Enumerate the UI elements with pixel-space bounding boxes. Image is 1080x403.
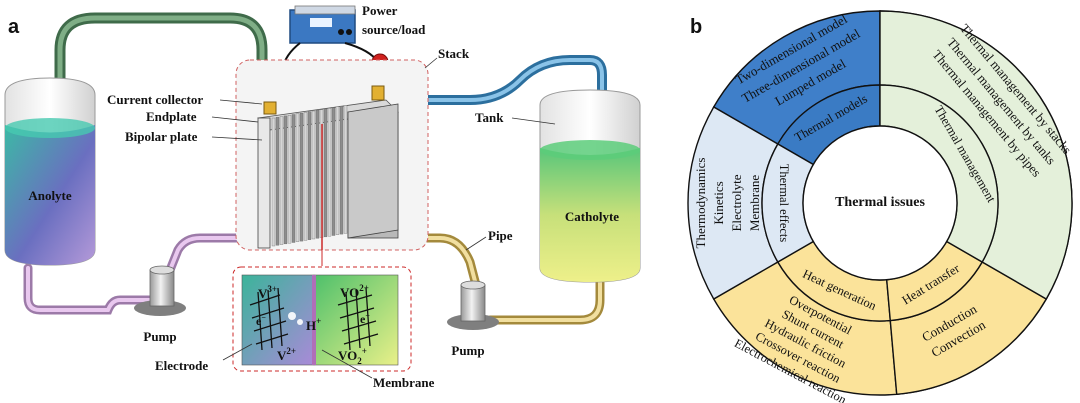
- cell-detail-box: [232, 266, 412, 372]
- bipolar-plate-label: Bipolar plate: [125, 129, 198, 144]
- thermal-effects-item: Thermodynamics: [693, 158, 708, 249]
- pump-left-label: Pump: [143, 329, 176, 344]
- ion-e-left: e−: [256, 313, 266, 328]
- pump-right-icon: [447, 280, 499, 330]
- membrane-label: Membrane: [373, 375, 435, 390]
- electrode-mesh-right: [337, 287, 379, 351]
- ion-e-right: e−: [360, 311, 370, 326]
- ion-v3: V3+: [258, 284, 277, 301]
- anolyte-label: Anolyte: [28, 188, 72, 203]
- pump-right-label: Pump: [451, 343, 484, 358]
- ion-vo2: VO2+: [340, 283, 369, 300]
- stack-icon: [257, 85, 399, 250]
- current-collector-label: Current collector: [107, 92, 203, 107]
- catholyte-tank-icon: [539, 89, 641, 283]
- center-label: Thermal issues: [835, 195, 925, 210]
- tank-label: Tank: [475, 110, 504, 125]
- power-label-line1: Power: [362, 3, 398, 18]
- ion-v2: V2+: [277, 346, 296, 363]
- catholyte-label: Catholyte: [565, 209, 619, 224]
- ion-vo2p: VO2+: [338, 346, 367, 366]
- wheel-center: [802, 125, 958, 281]
- panel-a: a Power source/load − +: [4, 3, 641, 390]
- thermal-effects-label: Thermal effects: [777, 164, 791, 243]
- leader-lines: [211, 57, 556, 379]
- stack-label: Stack: [438, 46, 470, 61]
- bipolar-plates: [271, 105, 348, 247]
- thermal-effects-item: Membrane: [747, 175, 762, 232]
- electrode-label: Electrode: [155, 358, 208, 373]
- thermal-effects-item: Kinetics: [711, 181, 726, 224]
- panel-b-letter: b: [690, 16, 702, 38]
- pump-left-icon: [134, 265, 186, 316]
- thermal-effects-item: Electrolyte: [729, 174, 744, 231]
- power-label-line2: source/load: [362, 22, 426, 37]
- endplate-label: Endplate: [146, 109, 197, 124]
- panel-a-letter: a: [8, 16, 20, 38]
- electrode-mesh-left: [249, 287, 289, 351]
- anolyte-tank-icon: [4, 77, 96, 266]
- ion-h: H+: [306, 316, 321, 333]
- pipe-label: Pipe: [488, 228, 513, 243]
